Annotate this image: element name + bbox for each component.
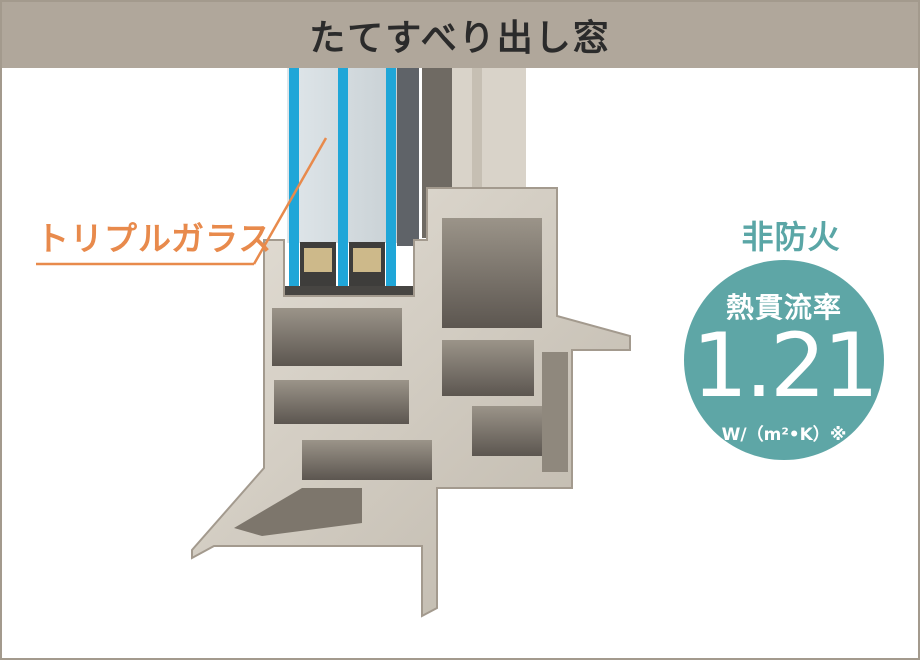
glass-callout-line xyxy=(36,137,328,266)
page-title: たてすべり出し窓 xyxy=(309,18,611,59)
aluminium-resin-frame xyxy=(191,187,631,618)
u-value: 1.21 xyxy=(692,314,879,417)
footnote-mark: ※ xyxy=(829,425,847,445)
badge-title: 熱貫流率 xyxy=(725,291,842,324)
glass-type-label: トリプルガラス xyxy=(36,219,273,258)
sash-frame xyxy=(422,68,526,238)
glass-spacers xyxy=(284,242,414,296)
triple-glass xyxy=(287,68,419,290)
fire-rating-label: 非防火 xyxy=(741,218,841,256)
title-bar: たてすべり出し窓 xyxy=(2,2,918,68)
thermal-transmittance-badge: 熱貫流率 1.21 W/（m²•K）※ xyxy=(684,260,884,460)
unit-text: W/（m²•K） xyxy=(721,425,830,445)
u-value-unit: W/（m²•K）※ xyxy=(684,420,884,445)
window-frame-cross-section xyxy=(36,68,631,618)
